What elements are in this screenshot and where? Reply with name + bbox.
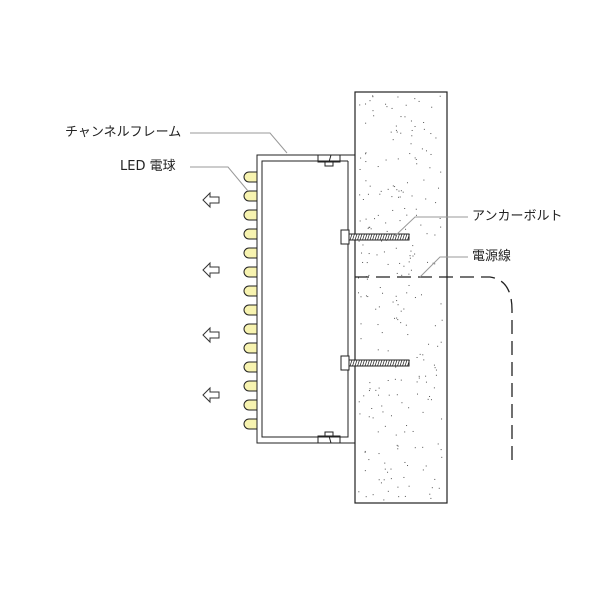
led-bulbs	[243, 171, 258, 430]
leader-lines	[190, 132, 468, 278]
power-line	[355, 276, 513, 465]
led-bulb	[243, 380, 258, 392]
led-bulb	[243, 323, 258, 335]
channel-frame	[256, 154, 355, 444]
light-direction-arrows	[202, 191, 220, 404]
led-bulb	[243, 361, 258, 373]
led-bulb	[243, 190, 258, 202]
led-bulb	[243, 342, 258, 354]
light-arrow-icon	[202, 191, 220, 209]
anchor-bolts	[340, 229, 410, 371]
light-arrow-icon	[202, 326, 220, 344]
label-led-bulb: LED 電球	[120, 159, 176, 174]
led-bulb	[243, 228, 258, 240]
led-bulb	[243, 266, 258, 278]
led-bulb	[243, 247, 258, 259]
anchor-bolt	[340, 229, 410, 245]
anchor-bolt	[340, 355, 410, 371]
label-power-line: 電源線	[472, 249, 512, 264]
led-bulb	[243, 304, 258, 316]
led-bulb	[243, 399, 258, 411]
light-arrow-icon	[202, 261, 220, 279]
label-channel-frame: チャンネルフレーム	[65, 125, 182, 140]
led-bulb	[243, 285, 258, 297]
light-arrow-icon	[202, 386, 220, 404]
concrete-wall	[354, 91, 448, 504]
label-anchor-bolt: アンカーボルト	[472, 209, 563, 224]
led-bulb	[243, 209, 258, 221]
led-bulb	[243, 171, 258, 183]
led-bulb	[243, 418, 258, 430]
